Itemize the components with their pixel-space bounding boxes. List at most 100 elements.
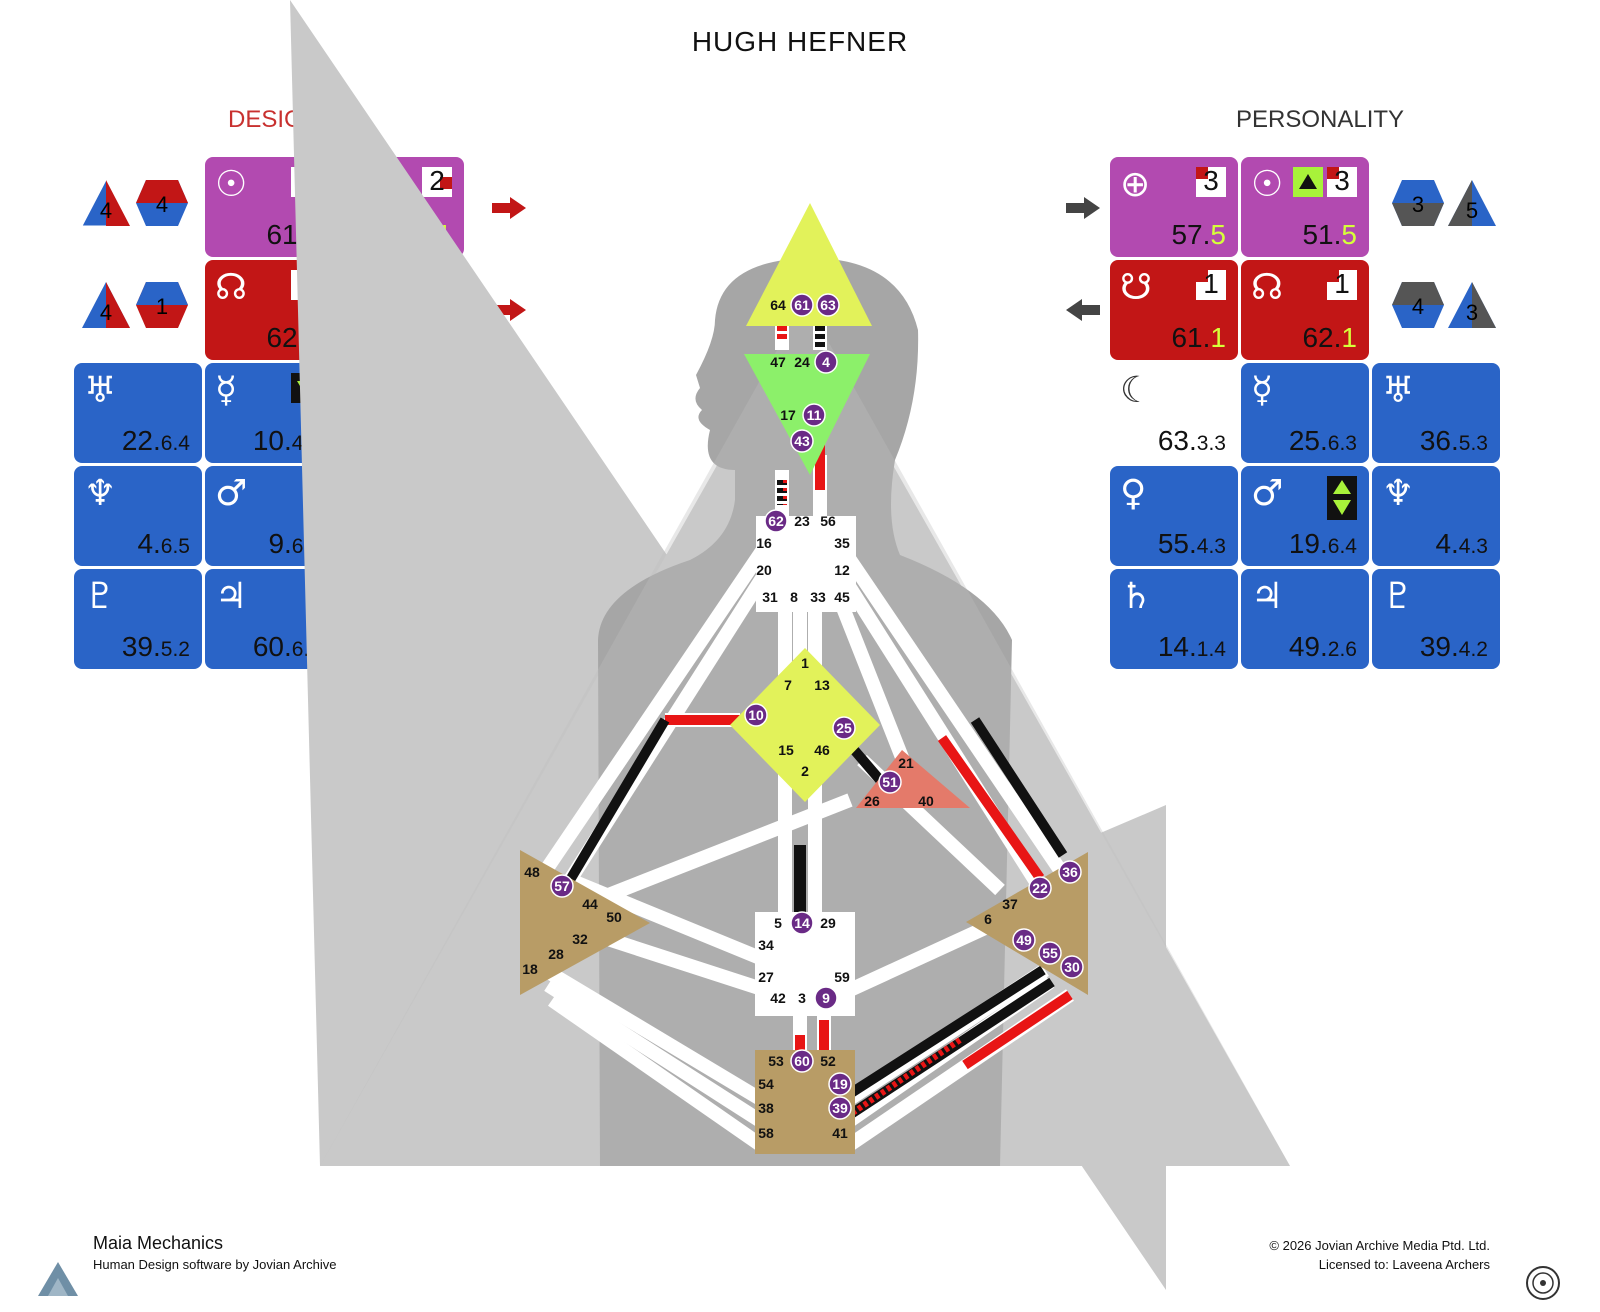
gate-20: 20: [756, 562, 772, 578]
gate-51: 51: [882, 774, 898, 790]
gate-44: 44: [582, 896, 598, 912]
personality-tile-mercury: ☿ 25.6.3: [1241, 363, 1369, 463]
personality-tile-venus: ♀ 55.4.3: [1110, 466, 1238, 566]
center-head: [746, 203, 872, 326]
gate-9-activation: [814, 986, 838, 1010]
gate-47: 47: [770, 354, 786, 370]
gate-line-value: 61.1: [1171, 322, 1226, 353]
design-variable-row-1: 4 4: [81, 178, 188, 227]
gate-55-activation: [1038, 941, 1062, 965]
gate-27: 27: [758, 969, 774, 985]
uranus-icon: ♅: [1382, 370, 1415, 411]
app-subtitle: Human Design software by Jovian Archive: [93, 1257, 337, 1272]
center-g: [730, 648, 880, 802]
gate-35: 35: [834, 535, 850, 551]
gate-63: 63: [820, 297, 836, 313]
personality-variables: 3 5 4 3: [1392, 180, 1496, 328]
gate-line-value: 39.4.2: [1419, 631, 1488, 662]
gate-57-activation: [550, 874, 574, 898]
north-node-icon: ☊: [1251, 267, 1283, 308]
gate-60-activation: [790, 1049, 814, 1073]
gate-28: 28: [548, 946, 564, 962]
design-var-tri-2: 4: [100, 300, 112, 325]
gate-53: 53: [768, 1053, 784, 1069]
gate-43-activation: [790, 429, 814, 453]
design-var-hex-2: 1: [156, 294, 168, 319]
line-box: 3: [1196, 165, 1226, 197]
gate-38: 38: [758, 1100, 774, 1116]
gate-2: 2: [801, 763, 809, 779]
gate-63-activation: [816, 293, 840, 317]
venus-icon: ♀: [1120, 473, 1147, 514]
gate-1: 1: [801, 655, 809, 671]
gate-61: 61: [794, 297, 810, 313]
gate-58: 58: [758, 1125, 774, 1141]
gate-line-value: 39.5.2: [121, 631, 190, 662]
gate-14: 14: [794, 915, 810, 931]
gate-3: 3: [798, 990, 806, 1006]
gate-55: 55: [1042, 945, 1058, 961]
jupiter-icon: ♃: [1251, 576, 1284, 617]
moon-icon: ☾: [1120, 370, 1153, 411]
design-variable-row-2: 4 1: [82, 282, 188, 328]
pers-var-tri-1: 5: [1466, 198, 1478, 223]
gate-5: 5: [774, 915, 782, 931]
gate-45: 45: [834, 589, 850, 605]
gate-line-value: 55.4.3: [1157, 528, 1226, 559]
sun-icon: ☉: [1251, 164, 1284, 205]
gate-7: 7: [784, 677, 792, 693]
gate-49: 49: [1016, 932, 1032, 948]
gate-25: 25: [836, 720, 852, 736]
gate-52: 52: [820, 1053, 836, 1069]
gate-43: 43: [794, 433, 810, 449]
maia-logo: [38, 1262, 78, 1296]
exalted-icon: [1293, 167, 1323, 197]
design-tile-uranus: ♅22.6.4: [74, 363, 202, 463]
gate-39: 39: [832, 1100, 848, 1116]
gate-line-value: 14.1.4: [1157, 631, 1226, 662]
gate-42: 42: [770, 990, 786, 1006]
design-var-hex-1: 4: [156, 192, 168, 217]
line-box: 2: [422, 165, 452, 197]
south-node-icon: ☋: [1120, 267, 1152, 308]
gate-39-activation: [828, 1096, 852, 1120]
gate-line-value: 63.3.3: [1157, 425, 1226, 456]
center-ego: [856, 750, 970, 808]
sun-icon: ☉: [215, 164, 248, 205]
personality-arrow-left-2: [1066, 299, 1100, 321]
gate-10: 10: [748, 707, 764, 723]
gate-11: 11: [807, 407, 822, 423]
uranus-icon: ♅: [84, 370, 117, 411]
pers-var-hex-1: 3: [1412, 192, 1424, 217]
gate-18: 18: [522, 961, 538, 977]
gate-line-value: 49.2.6: [1288, 631, 1357, 662]
gate-9: 9: [822, 990, 830, 1006]
gate-19: 19: [832, 1076, 848, 1092]
copyright: © 2026 Jovian Archive Media Ptd. Ltd.: [1269, 1238, 1490, 1253]
jovian-seal-icon: [1526, 1266, 1560, 1300]
personality-tile-neptune: ♆4.4.3: [1372, 466, 1500, 566]
gate-line-value: 25.6.3: [1288, 425, 1357, 456]
mars-icon: ♂: [1251, 473, 1284, 514]
jupiter-icon: ♃: [215, 576, 248, 617]
personality-arrow-right-1: [1066, 197, 1100, 219]
gate-57: 57: [554, 878, 570, 894]
gate-36-activation: [1058, 860, 1082, 884]
gate-34: 34: [758, 937, 774, 953]
design-var-tri-1: 4: [100, 198, 112, 223]
gate-17: 17: [780, 407, 796, 423]
neptune-icon: ♆: [84, 473, 117, 514]
personality-tile-moon: ☾63.3.3: [1110, 363, 1238, 463]
mercury-icon: ☿: [1251, 370, 1274, 411]
gate-48: 48: [524, 864, 540, 880]
gate-line-value: 22.6.4: [121, 425, 190, 456]
line-box: 1: [1196, 268, 1226, 300]
gate-36: 36: [1062, 864, 1078, 880]
gate-25-activation: [832, 716, 856, 740]
personality-tile-south-node: ☋ 61.1 1: [1110, 260, 1238, 360]
gate-22-activation: [1028, 876, 1052, 900]
